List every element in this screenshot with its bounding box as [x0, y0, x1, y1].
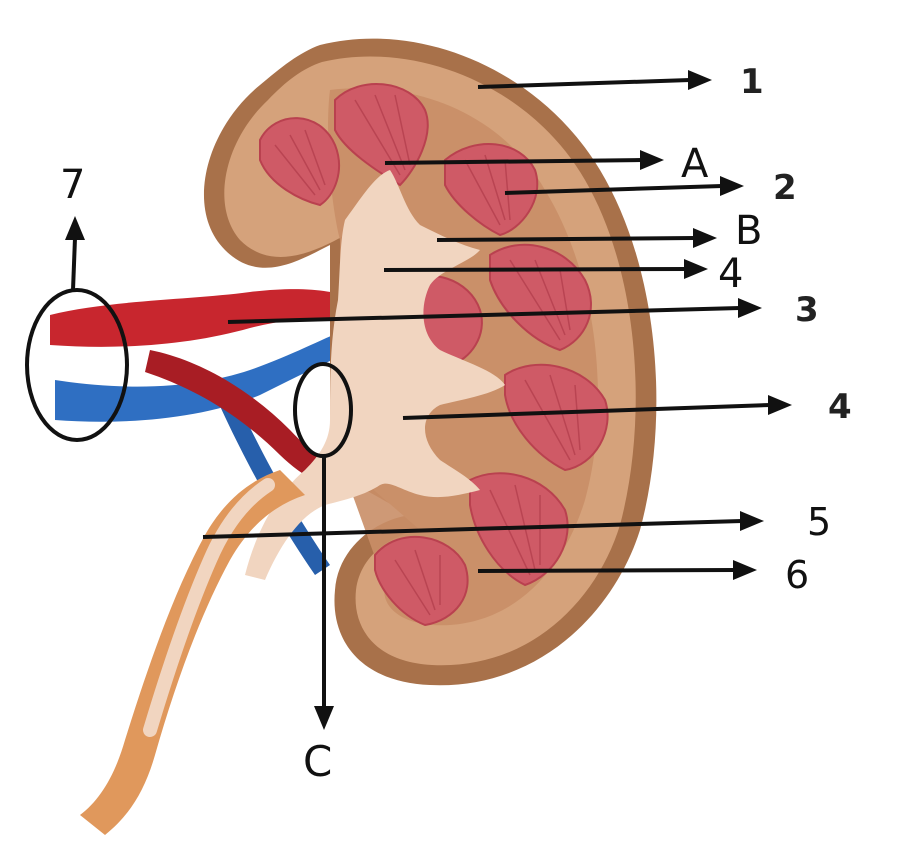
label-6: 6 — [785, 553, 809, 597]
arrow-5 — [202, 519, 743, 539]
arrow-1 — [477, 78, 691, 89]
circle-7 — [25, 288, 129, 442]
label-2: 2 — [773, 168, 797, 208]
arrow-B — [436, 236, 696, 242]
pyramid — [334, 83, 429, 187]
renal-artery — [50, 289, 392, 493]
arrow-4a — [383, 267, 687, 272]
arrow-2 — [504, 184, 723, 195]
kidney — [80, 38, 657, 835]
label-A: A — [681, 141, 709, 187]
label-1: 1 — [740, 62, 764, 102]
arrow-A — [384, 158, 643, 165]
arrow-7 — [71, 237, 77, 291]
arrow-3 — [227, 306, 741, 324]
label-3: 3 — [795, 290, 819, 330]
label-4b: 4 — [828, 387, 852, 427]
arrow-6 — [477, 568, 736, 573]
ureter — [80, 470, 305, 835]
arrow-4b — [402, 403, 771, 420]
pointer-arrows — [65, 70, 792, 730]
pyramid — [374, 535, 469, 627]
label-4a: 4 — [718, 251, 743, 297]
label-5: 5 — [807, 500, 831, 544]
label-C: C — [303, 737, 332, 786]
renal-pelvis — [245, 170, 505, 580]
label-B: B — [735, 208, 762, 254]
label-7: 7 — [60, 162, 85, 208]
pyramid — [259, 117, 340, 207]
